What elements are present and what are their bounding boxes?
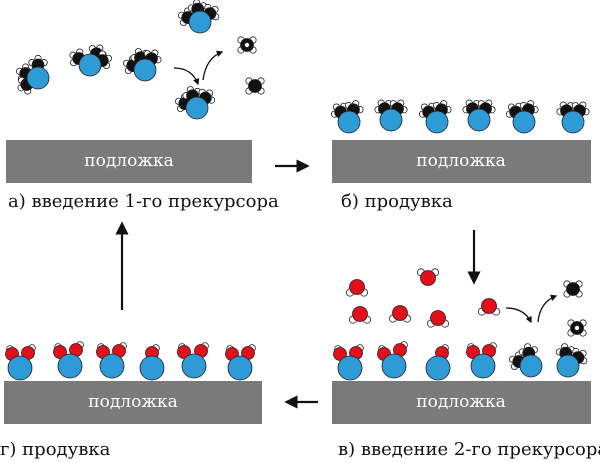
byproduct-molecule (563, 280, 583, 298)
precursor-molecule (555, 343, 588, 378)
hydrogen-atom (244, 42, 250, 48)
metal-atom (379, 108, 403, 132)
surface-site (466, 342, 497, 379)
oxygen-atom (333, 347, 347, 361)
oxygen-atom (420, 270, 436, 286)
water-molecule (388, 305, 412, 323)
metal-atom (337, 110, 361, 134)
oxygen-atom (352, 306, 368, 322)
metal-atom (57, 353, 83, 379)
water-molecule (345, 279, 369, 297)
metal-atom (7, 355, 33, 381)
surface-site (225, 344, 256, 381)
substrate-g: подложка (4, 381, 262, 424)
metal-atom (227, 355, 253, 381)
carbon-atom (566, 282, 580, 296)
hydrogen-atom (574, 325, 580, 331)
reaction-arrow-out-v (537, 294, 558, 323)
substrate-label-b: подложка (416, 151, 505, 171)
caption-g: г) продувка (0, 439, 111, 460)
precursor-molecule (462, 99, 496, 132)
metal-atom (181, 353, 207, 379)
precursor-molecule (509, 343, 543, 378)
metal-atom (556, 354, 580, 378)
oxygen-atom (430, 310, 446, 326)
surface-site (377, 341, 408, 379)
precursor-molecule (178, 0, 220, 34)
surface-site (425, 344, 451, 381)
oxygen-atom (349, 279, 365, 295)
metal-atom (188, 10, 212, 34)
oxygen-atom (53, 345, 67, 359)
precursor-molecule (175, 86, 216, 120)
metal-atom (133, 58, 157, 82)
substrate-label-g: подложка (88, 392, 177, 412)
substrate-label-v: подложка (416, 392, 505, 412)
metal-atom (512, 110, 536, 134)
precursor-molecule (418, 100, 452, 134)
precursor-molecule (123, 48, 162, 82)
water-molecule (348, 306, 372, 324)
surface-site (5, 344, 36, 381)
metal-atom (425, 110, 449, 134)
water-molecule (477, 298, 501, 316)
precursor-molecule (69, 44, 112, 77)
metal-atom (337, 355, 363, 381)
oxygen-atom (466, 345, 480, 359)
caption-a: а) введение 1-го прекурсора (8, 191, 279, 212)
precursor-molecule (505, 100, 539, 134)
molecules (5, 0, 590, 381)
water-molecule (416, 268, 440, 286)
oxygen-atom (392, 305, 408, 321)
precursor-molecule (374, 99, 408, 132)
precursor-molecule (556, 101, 590, 134)
caption-v: в) введение 2-го прекурсора (338, 439, 600, 460)
metal-atom (470, 353, 496, 379)
precursor-molecule (330, 100, 364, 134)
metal-atom (99, 353, 125, 379)
substrate-a: подложка (6, 140, 252, 183)
metal-atom (467, 108, 491, 132)
metal-atom (26, 66, 50, 90)
surface-site (333, 344, 364, 381)
substrate-label-a: подложка (84, 151, 173, 171)
byproduct-molecule (237, 36, 257, 54)
metal-atom (185, 96, 209, 120)
byproduct-molecule (567, 319, 587, 337)
metal-atom (381, 353, 407, 379)
metal-atom (425, 355, 451, 381)
surface-site (53, 341, 84, 379)
metal-atom (139, 355, 165, 381)
byproduct-molecule (245, 77, 265, 95)
precursor-molecule (16, 54, 50, 95)
surface-site (177, 342, 209, 379)
oxygen-atom (177, 345, 191, 359)
surface-site (96, 342, 127, 379)
surface-site (139, 344, 165, 381)
reaction-arrow-in-a (173, 67, 200, 86)
metal-atom (519, 354, 543, 378)
substrate-b: подложка (332, 140, 591, 183)
substrate-v: подложка (332, 381, 591, 424)
water-molecule (426, 310, 450, 328)
carbon-atom (248, 79, 262, 93)
metal-atom (561, 110, 585, 134)
metal-atom (78, 53, 102, 77)
reaction-arrow-in-v (505, 307, 532, 324)
reaction-arrow-out-a (202, 50, 224, 81)
caption-b: б) продувка (341, 191, 453, 212)
oxygen-atom (481, 298, 497, 314)
